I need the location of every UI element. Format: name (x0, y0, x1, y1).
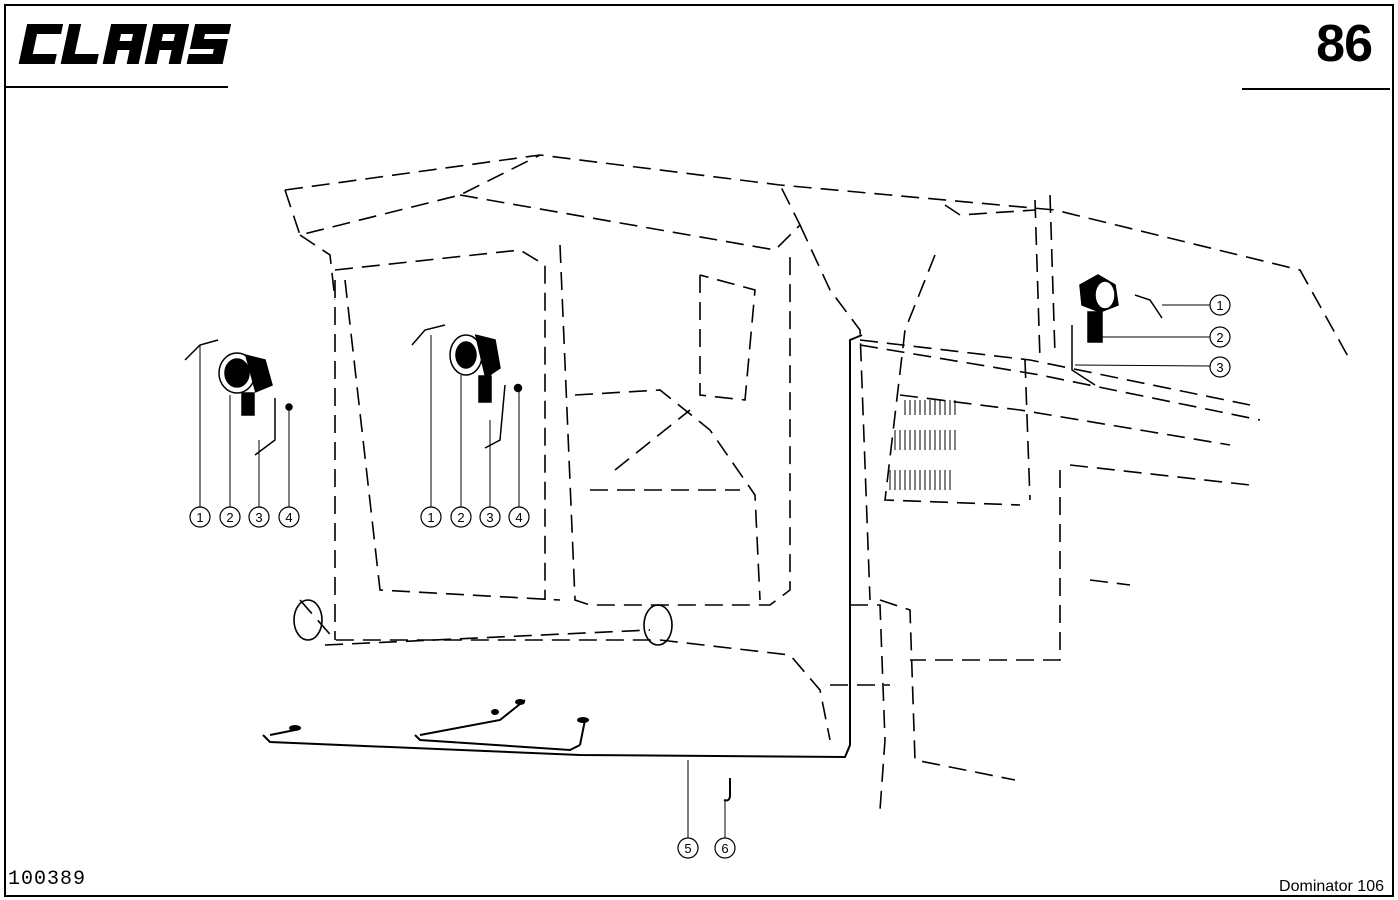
callout-circle (189, 506, 211, 528)
callout-label: 1 (196, 510, 203, 525)
callout-label: 1 (1216, 298, 1223, 313)
model-name: Dominator 106 (1279, 878, 1384, 895)
leader-lines (199, 304, 1211, 838)
callout-label: 4 (515, 510, 522, 525)
page-frame (4, 4, 1394, 897)
callout-circle (1209, 356, 1231, 378)
callout-label: 3 (486, 510, 493, 525)
work-lamp-right (1071, 274, 1163, 386)
callout-circle (278, 506, 300, 528)
callout-label: 2 (457, 510, 464, 525)
claas-logo (18, 24, 232, 64)
callout-circle (248, 506, 270, 528)
callout-circle (677, 837, 699, 859)
callout-label: 3 (255, 510, 262, 525)
callout-label: 6 (721, 841, 728, 856)
callout-circle (1209, 294, 1231, 316)
grille-hatching (889, 400, 956, 490)
callout-circle (1209, 326, 1231, 348)
work-lamp-left (184, 339, 293, 456)
connectors (289, 699, 589, 731)
drawing-number: 100389 (8, 868, 87, 891)
callout-label: 5 (684, 841, 691, 856)
callout-circle (714, 837, 736, 859)
callout-circle (479, 506, 501, 528)
callout-label: 1 (427, 510, 434, 525)
callout-circle (508, 506, 530, 528)
cab-outline (284, 154, 1351, 811)
header-rule-right (1242, 88, 1390, 90)
step-ovals (293, 599, 673, 646)
work-lamp-center (411, 324, 523, 449)
callout-circle (450, 506, 472, 528)
callout-label: 4 (285, 510, 292, 525)
header-rule-left (6, 86, 228, 88)
callout-label: 2 (1216, 330, 1223, 345)
callout-circle (420, 506, 442, 528)
callout-label: 3 (1216, 360, 1223, 375)
callout-label: 2 (226, 510, 233, 525)
hook-part (723, 778, 731, 802)
wiring-harness (262, 334, 863, 759)
callout-circle (219, 506, 241, 528)
page-number: 86 (1316, 15, 1373, 73)
